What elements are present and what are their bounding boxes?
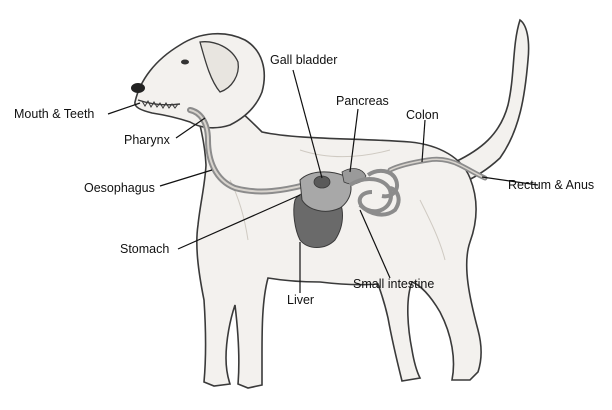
label-liver: Liver	[287, 293, 314, 307]
label-mouth-teeth: Mouth & Teeth	[14, 107, 94, 121]
label-stomach: Stomach	[120, 242, 169, 256]
label-small-intestine: Small intestine	[353, 277, 434, 291]
dog-body	[192, 92, 481, 388]
dog-tail	[455, 20, 529, 185]
label-rectum-anus: Rectum & Anus	[508, 178, 594, 192]
label-pharynx: Pharynx	[124, 133, 170, 147]
label-oesophagus: Oesophagus	[84, 181, 155, 195]
label-pancreas: Pancreas	[336, 94, 389, 108]
dog-eye	[181, 60, 189, 65]
dog-nose	[131, 83, 145, 93]
leader-mouth-teeth	[108, 103, 140, 114]
label-colon: Colon	[406, 108, 439, 122]
label-gall-bladder: Gall bladder	[270, 53, 337, 67]
